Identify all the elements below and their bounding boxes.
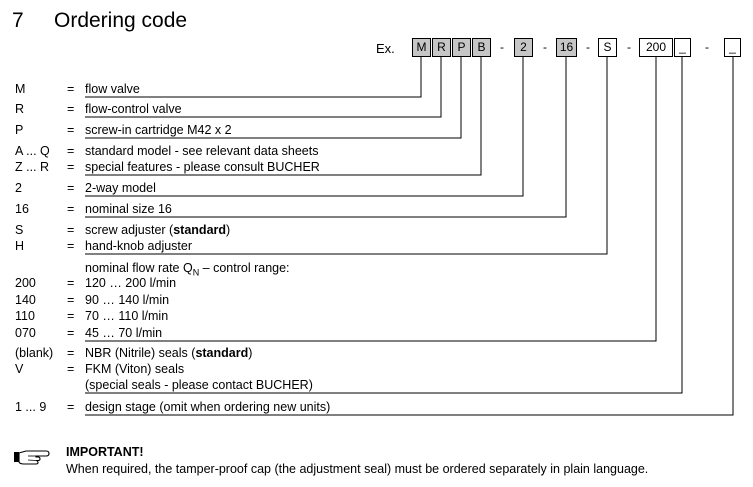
row-desc-special-features: special features - please consult BUCHER <box>85 160 320 174</box>
row-desc-range-070: 45 … 70 l/min <box>85 326 163 340</box>
row-eq: = <box>67 181 75 195</box>
connector-b <box>85 57 482 176</box>
row-code-r: R <box>15 102 25 116</box>
row-eq: = <box>67 346 75 360</box>
row-code-blank: (blank) <box>15 346 54 360</box>
connector-200 <box>85 57 657 342</box>
row-code-design-stage: 1 ... 9 <box>15 400 47 414</box>
row-eq: = <box>67 82 75 96</box>
code-box-s: S <box>598 38 617 57</box>
section-number: 7 <box>12 9 24 32</box>
row-desc-hand-knob: hand-knob adjuster <box>85 239 193 253</box>
row-desc-range-110: 70 … 110 l/min <box>85 309 169 323</box>
row-eq: = <box>67 293 75 307</box>
example-label: Ex. <box>376 41 395 56</box>
code-dash: - <box>586 40 590 54</box>
row-desc-design-stage: design stage (omit when ordering new uni… <box>85 400 331 414</box>
row-eq: = <box>67 239 75 253</box>
code-box-16: 16 <box>556 38 577 57</box>
pointing-hand-icon <box>14 450 50 465</box>
row-eq: = <box>67 123 75 137</box>
row-eq: = <box>67 160 75 174</box>
important-text: When required, the tamper-proof cap (the… <box>66 462 649 476</box>
row-desc-special-seals: (special seals - please contact BUCHER) <box>85 378 313 392</box>
row-desc-nominal-size: nominal size 16 <box>85 202 172 216</box>
connector-r <box>85 57 442 118</box>
row-code-m: M <box>15 82 26 96</box>
row-desc-cartridge: screw-in cartridge M42 x 2 <box>85 123 232 137</box>
code-box-design-stage: _ <box>724 38 741 57</box>
row-code-p: P <box>15 123 24 137</box>
code-dash: - <box>705 40 709 54</box>
connector-m <box>85 57 422 98</box>
code-box-seal: _ <box>674 38 691 57</box>
connector-p <box>85 57 462 139</box>
row-code-h: H <box>15 239 25 253</box>
row-desc-2-way: 2-way model <box>85 181 156 195</box>
code-box-b: B <box>472 38 491 57</box>
row-eq: = <box>67 276 75 290</box>
code-box-r: R <box>432 38 451 57</box>
row-desc-screw-adjuster: screw adjuster (standard) <box>85 223 231 237</box>
code-dash: - <box>543 40 547 54</box>
code-box-200: 200 <box>639 38 673 57</box>
row-code-16: 16 <box>15 202 29 216</box>
row-eq: = <box>67 144 75 158</box>
row-eq: = <box>67 309 75 323</box>
row-code-2: 2 <box>15 181 22 195</box>
important-title: IMPORTANT! <box>66 445 144 459</box>
row-desc-flow-control: flow-control valve <box>85 102 182 116</box>
code-box-p: P <box>452 38 471 57</box>
row-eq: = <box>67 326 75 340</box>
connector-2 <box>85 57 524 197</box>
row-code-110: 110 <box>15 309 35 323</box>
code-box-2: 2 <box>514 38 533 57</box>
row-desc-flow-valve: flow valve <box>85 82 140 96</box>
row-desc-flow-rate-header: nominal flow rate QN – control range: <box>85 261 290 278</box>
row-desc-nbr-seals: NBR (Nitrile) seals (standard) <box>85 346 253 360</box>
connector-16 <box>85 57 567 218</box>
row-code-140: 140 <box>15 293 36 307</box>
row-desc-range-140: 90 … 140 l/min <box>85 293 170 307</box>
connector-seal <box>85 57 683 394</box>
row-code-200: 200 <box>15 276 36 290</box>
row-code-s: S <box>15 223 24 237</box>
row-code-a-q: A ... Q <box>15 144 50 158</box>
row-eq: = <box>67 102 75 116</box>
row-eq: = <box>67 202 75 216</box>
row-code-v: V <box>15 362 24 376</box>
row-eq: = <box>67 400 75 414</box>
section-title: Ordering code <box>54 9 188 32</box>
row-code-070: 070 <box>15 326 36 340</box>
row-desc-standard-model: standard model - see relevant data sheet… <box>85 144 319 158</box>
row-eq: = <box>67 223 75 237</box>
row-desc-fkm-seals: FKM (Viton) seals <box>85 362 185 376</box>
code-box-m: M <box>412 38 431 57</box>
row-code-z-r: Z ... R <box>15 160 50 174</box>
row-desc-range-200: 120 … 200 l/min <box>85 276 177 290</box>
connector-s <box>85 57 608 255</box>
code-dash: - <box>500 40 504 54</box>
code-dash: - <box>627 40 631 54</box>
row-eq: = <box>67 362 75 376</box>
connector-design-stage <box>85 57 734 416</box>
